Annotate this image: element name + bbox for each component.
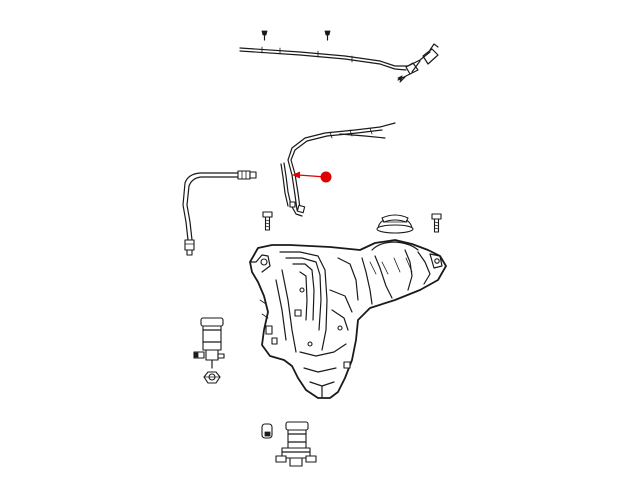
washer-pump-front [193, 317, 225, 369]
push-pin-clip-left [261, 30, 268, 41]
upper-washer-hose [239, 43, 439, 83]
push-pin-clip-right [324, 30, 331, 41]
washer-reservoir [249, 239, 447, 399]
callout-marker [292, 171, 332, 183]
outlet-tube [182, 170, 257, 256]
washer-pump-rear [261, 421, 317, 467]
callout-dot-icon [320, 171, 332, 183]
callout-arrow-icon [292, 171, 300, 179]
mounting-bolt-right [431, 213, 442, 233]
pump-grommet [203, 371, 221, 384]
mounting-bolt-left [262, 211, 273, 231]
reservoir-cap [376, 214, 414, 234]
front-washer-hose [280, 122, 396, 217]
